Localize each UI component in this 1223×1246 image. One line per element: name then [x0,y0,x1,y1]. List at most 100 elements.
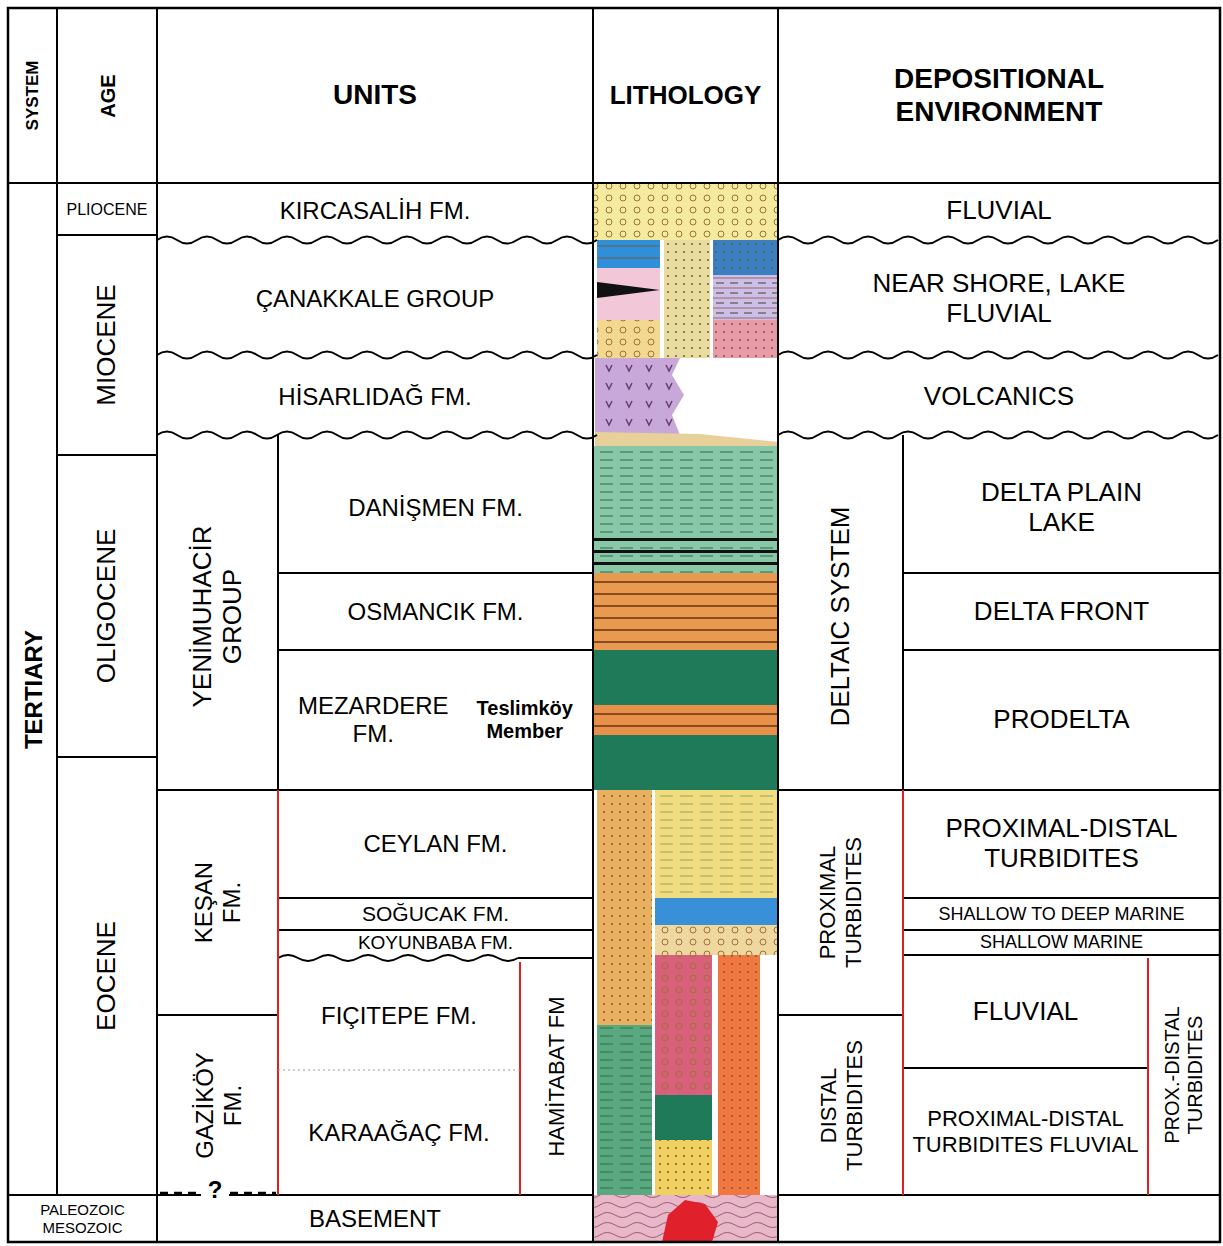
cell-text: SYSTEM [23,61,43,131]
cell-text: TERTIARY [19,629,47,748]
age-cell: PLIOCENE [57,186,157,235]
unit-cell: KOYUNBABA FM. [278,930,593,955]
environment-cell: NEAR SHORE, LAKE FLUVIAL [778,248,1220,350]
rotated-cell-content: AGE [60,12,154,179]
environment-cell: DELTAIC SYSTEM [778,443,903,790]
cell-text: KIRCASALİH FM. [280,197,471,225]
age-cell: EOCENE [57,757,157,1195]
rotated-cell-content: TERTIARY [11,187,54,1191]
cell-text: DELTA FRONT [974,597,1149,627]
cell-text: GAZİKÖY FM. [190,1045,245,1165]
cell-text: DELTAIC SYSTEM [826,506,856,726]
environment-cell: FLUVIAL [903,955,1148,1068]
cell-text: CEYLAN FM. [363,830,507,858]
environment-cell: DISTAL TURBIDITES [778,1015,903,1195]
environment-cell: DELTA FRONT [903,573,1220,650]
rotated-cell-content: OLIGOCENE [60,459,154,753]
rotated-cell-content: KEŞAN FM. [160,794,275,1011]
cell-text: SOĞUCAK FM. [362,902,509,926]
environment-cell: PROXIMAL TURBIDITES [778,790,903,1015]
cell-text: PROXIMAL-DISTAL TURBIDITES [909,814,1214,874]
unit-cell: OSMANCIK FM. [278,573,593,650]
system-cell: TERTIARY [8,183,57,1195]
rotated-cell-content: MIOCENE [60,239,154,451]
environment-cell: VOLCANICS [778,363,1220,430]
rotated-cell-content: SYSTEM [11,12,54,179]
cell-text: PROXIMAL TURBIDITES [815,794,866,1011]
unit-cell: CEYLAN FM. [278,790,593,898]
age-cell: MIOCENE [57,235,157,455]
cell-text: YENİMUHACİR GROUP [188,502,248,732]
cell-text: MIOCENE [92,284,122,405]
cell-text: OSMANCIK FM. [347,598,523,626]
age-cell: OLIGOCENE [57,455,157,757]
rotated-cell-content: DELTAIC SYSTEM [781,447,900,786]
rotated-cell-content: EOCENE [60,761,154,1191]
cell-text: ÇANAKKALE GROUP [256,285,495,313]
environment-cell: SHALLOW TO DEEP MARINE [903,898,1220,930]
cell-text: PRODELTA [993,705,1129,735]
unit-cell: SOĞUCAK FM. [278,898,593,930]
cell-text: Teslimköy Member [467,697,583,743]
cell-text: HİSARLIDAĞ FM. [278,383,471,411]
rotated-cell-content: DISTAL TURBIDITES [781,1019,900,1191]
cell-text: NEAR SHORE, LAKE FLUVIAL [834,269,1164,329]
header-cell: SYSTEM [8,8,57,183]
rotated-cell-content: GAZİKÖY FM. [160,1019,275,1191]
cell-text: KEŞAN FM. [190,843,245,963]
unit-cell: YENİMUHACİR GROUP [157,443,278,790]
environment-cell: PRODELTA [903,650,1220,790]
cell-text: PALEOZOIC MESOZOIC [14,1201,151,1236]
unit-cell: HİSARLIDAĞ FM. [157,363,593,430]
header-cell: LITHOLOGY [593,8,778,183]
cell-text: KOYUNBABA FM. [358,932,513,954]
environment-cell: PROX.-DISTAL TURBIDITES [1148,955,1220,1195]
uncertain-contact-mark: ? [201,1177,229,1203]
unit-cell: MEZARDERE FM.Teslimköy Member [278,650,593,790]
cell-text: FIÇITEPE FM. [321,1002,477,1030]
environment-cell: FLUVIAL [778,186,1220,236]
unit-cell: HAMİTABAT FM [520,958,593,1195]
unit-cell: KEŞAN FM. [157,790,278,1015]
header-cell: UNITS [157,8,593,183]
unit-cell: KARAAĞAÇ FM. [278,1070,520,1195]
age-cell: PALEOZOIC MESOZOIC [8,1195,157,1242]
cell-text: SHALLOW MARINE [980,932,1143,953]
rotated-cell-content: YENİMUHACİR GROUP [160,447,275,786]
cell-text: PROX.-DISTAL TURBIDITES [1161,959,1207,1191]
cell-text: EOCENE [92,921,122,1031]
rotated-cell-content: PROX.-DISTAL TURBIDITES [1151,959,1217,1191]
unit-cell: KIRCASALİH FM. [157,186,593,236]
cell-text: HAMİTABAT FM [544,996,569,1156]
unit-cell: ÇANAKKALE GROUP [157,248,593,350]
cell-text: DEPOSITIONAL ENVIRONMENT [834,63,1164,127]
cell-text: MEZARDERE FM. [288,692,458,747]
cell-text: LITHOLOGY [610,81,762,111]
cell-text: DISTAL TURBIDITES [815,1019,866,1191]
unit-cell: GAZİKÖY FM. [157,1015,278,1195]
cell-text: BASEMENT [309,1205,441,1233]
cell-text: FLUVIAL [946,196,1052,226]
environment-cell: SHALLOW MARINE [903,930,1220,955]
rotated-cell-content: HAMİTABAT FM [523,962,590,1191]
environment-cell: DELTA PLAIN LAKE [903,443,1220,573]
header-cell: DEPOSITIONAL ENVIRONMENT [778,8,1220,183]
cell-text: KARAAĞAÇ FM. [308,1119,489,1147]
cell-text: AGE [96,74,119,117]
rotated-cell-content: PROXIMAL TURBIDITES [781,794,900,1011]
cell-text: DELTA PLAIN LAKE [947,478,1177,538]
environment-cell: PROXIMAL-DISTAL TURBIDITES FLUVIAL [903,1068,1148,1195]
cell-text: UNITS [333,79,417,111]
cell-text: VOLCANICS [924,382,1074,412]
environment-cell: PROXIMAL-DISTAL TURBIDITES [903,790,1220,898]
cell-text: PLIOCENE [67,201,148,219]
cell-text: SHALLOW TO DEEP MARINE [938,904,1184,925]
cell-text: FLUVIAL [973,997,1079,1027]
cell-text: PROXIMAL-DISTAL TURBIDITES FLUVIAL [909,1106,1142,1157]
cell-text: OLIGOCENE [92,529,122,684]
unit-cell: FIÇITEPE FM. [278,961,520,1070]
header-cell: AGE [57,8,157,183]
cell-text: DANİŞMEN FM. [348,494,523,522]
unit-cell: DANİŞMEN FM. [278,443,593,573]
